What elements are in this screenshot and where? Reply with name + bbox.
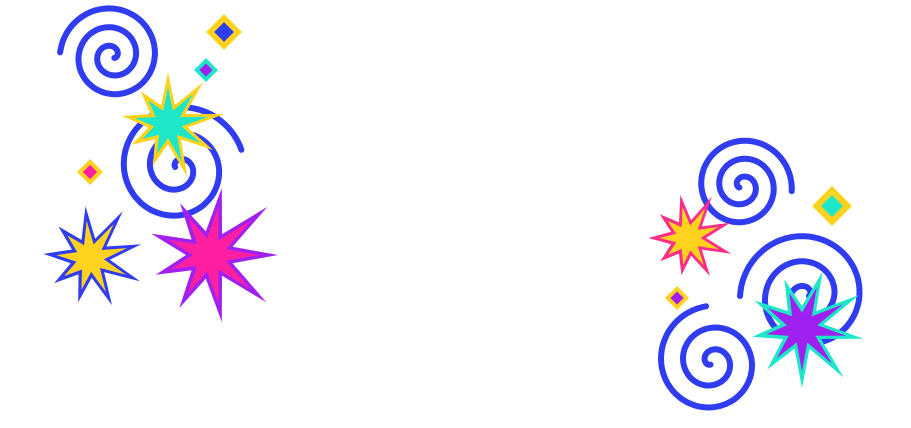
starburst-core-icon [167,206,259,304]
diamond-core-icon [670,291,684,305]
diamond-core-icon [821,195,843,217]
spiral-icon [737,233,863,347]
diamond-core-icon [82,164,98,180]
starburst-core-icon [659,206,720,266]
diamond-core-icon [199,63,213,77]
starburst-core-icon [56,220,127,292]
starburst-core-icon [134,86,209,162]
spiral-icon [57,5,158,98]
spiral-icon [698,137,795,226]
spiral-icon [658,303,755,411]
starburst-core-icon [766,287,847,372]
diamond-core-icon [214,22,234,42]
